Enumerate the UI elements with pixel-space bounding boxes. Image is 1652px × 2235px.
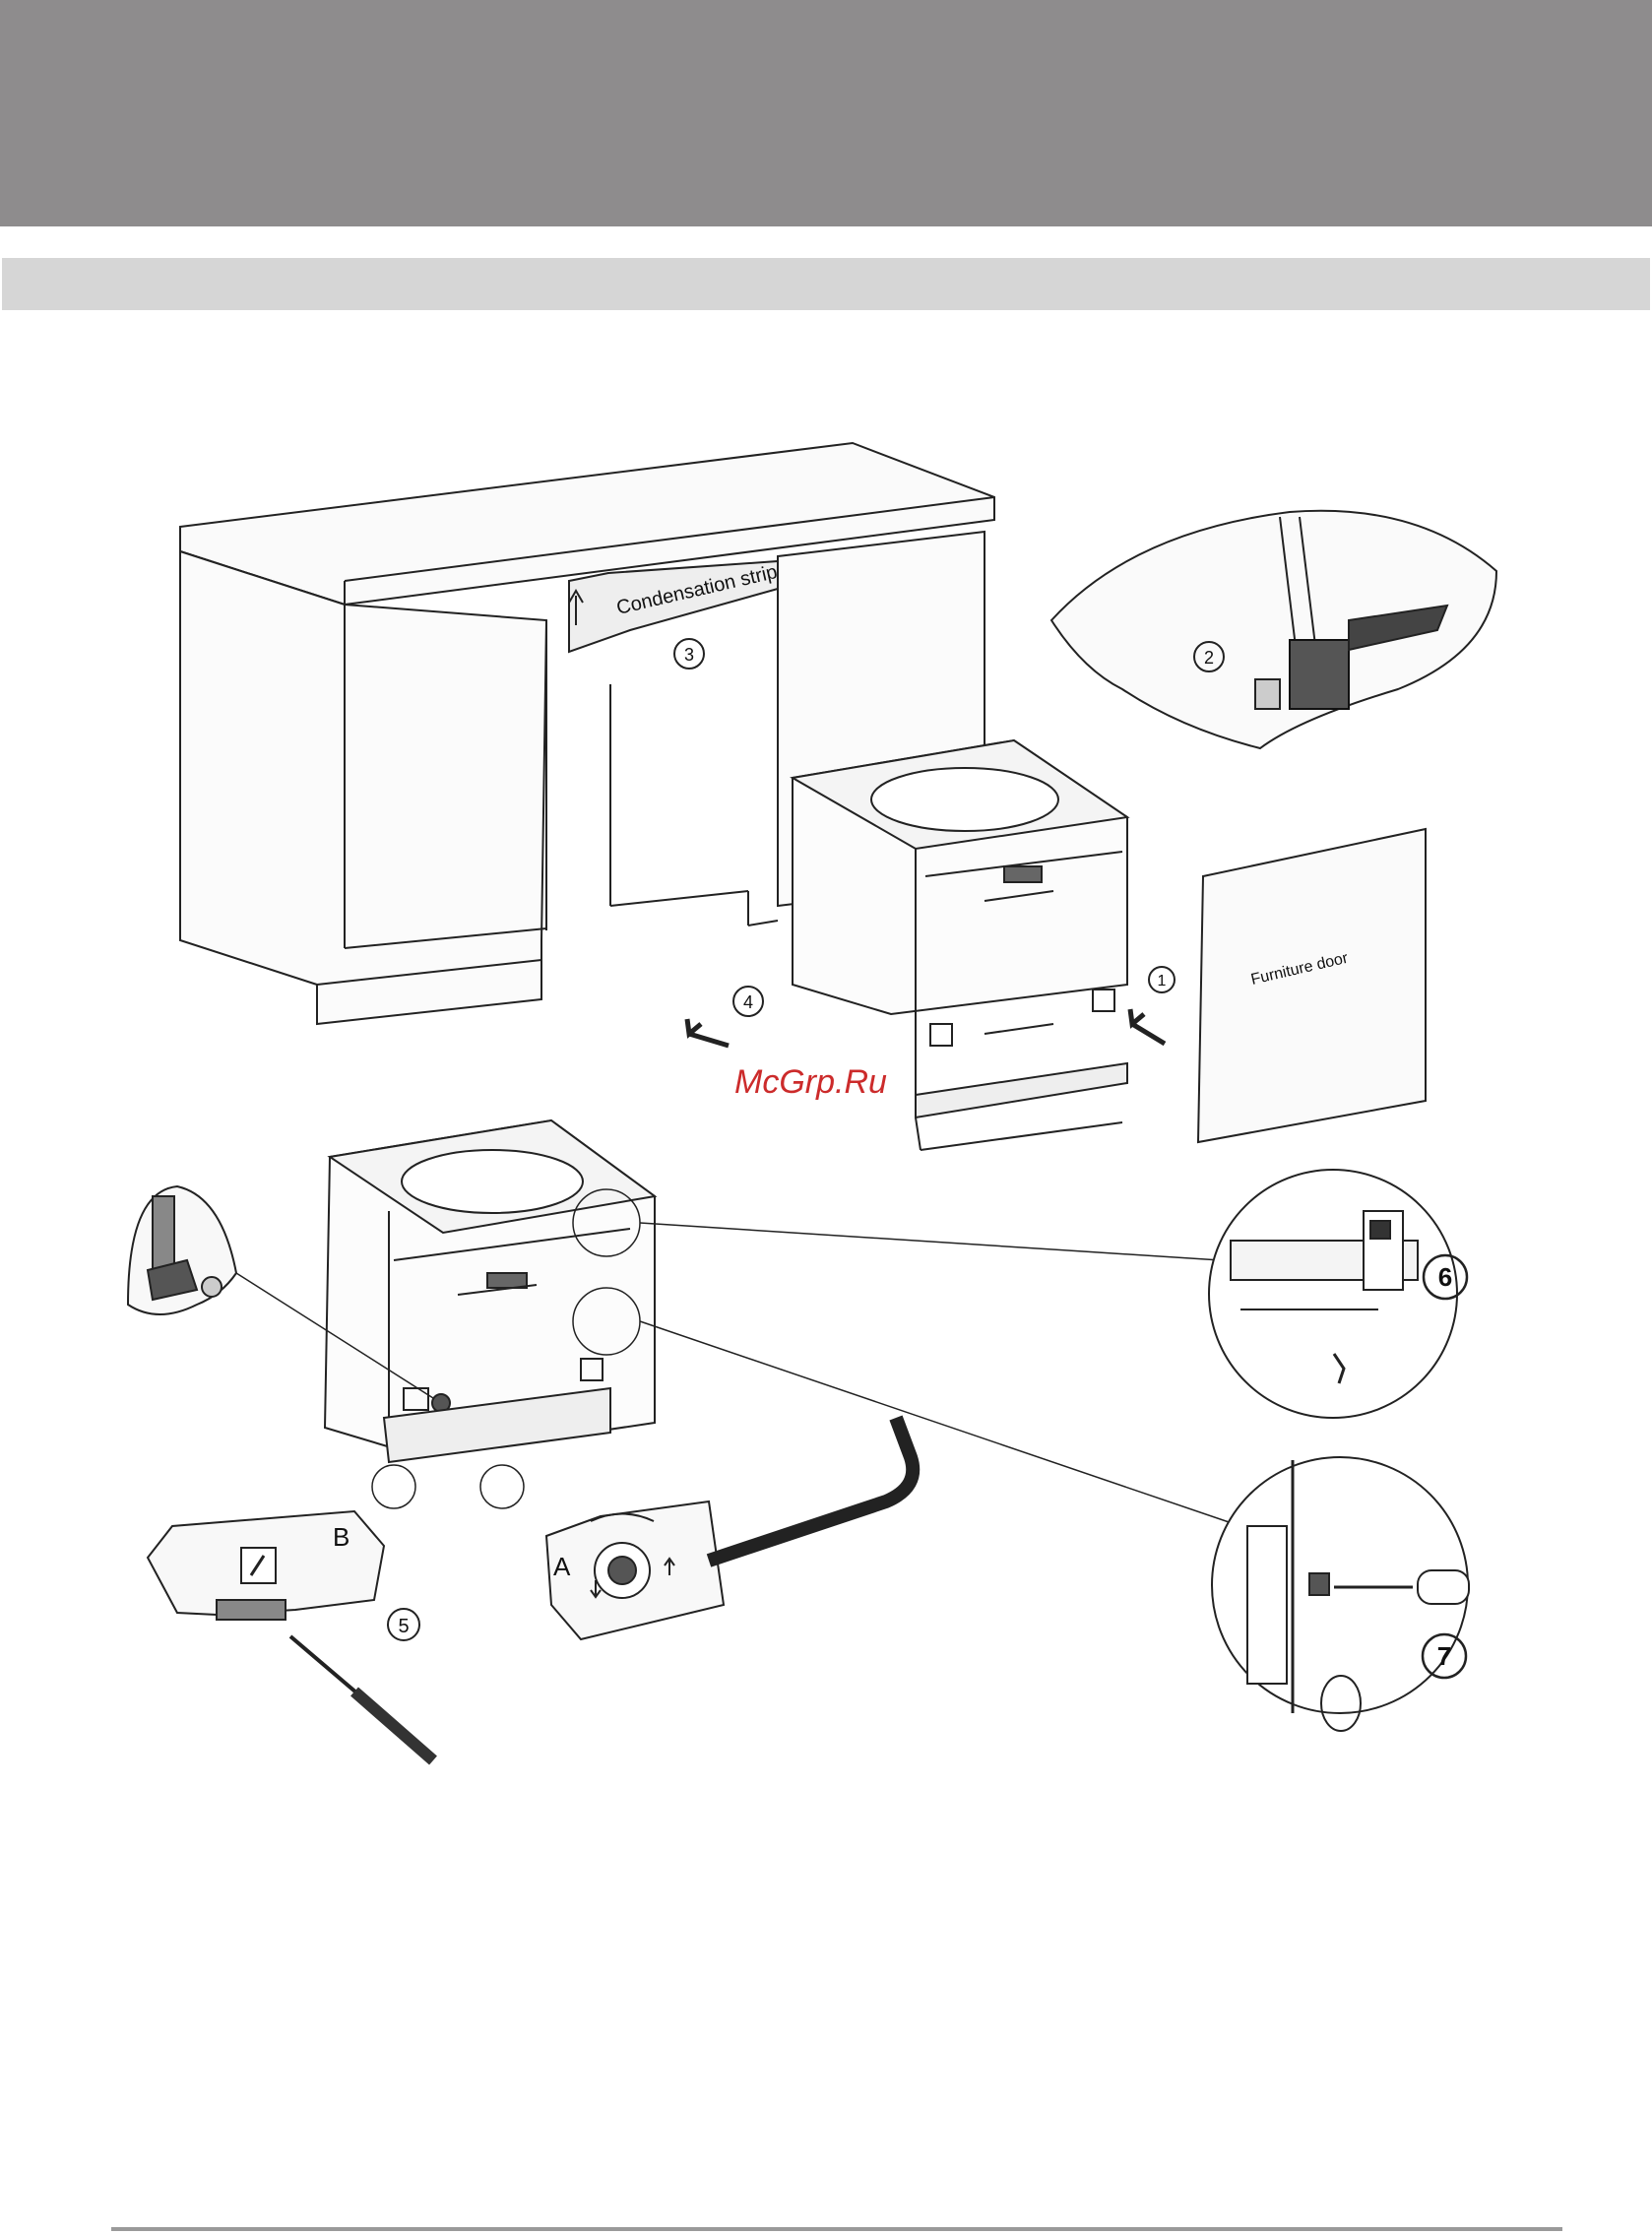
arrow-1: 1 [1130,967,1175,1044]
svg-text:A: A [553,1552,571,1581]
installation-diagram: Condensation strip 3 2 4 [0,394,1652,1772]
svg-text:5: 5 [398,1616,409,1637]
svg-text:B: B [333,1522,349,1552]
svg-text:1: 1 [1158,973,1167,990]
svg-text:4: 4 [743,992,753,1012]
svg-text:3: 3 [684,645,694,665]
condensation-strip: Condensation strip 3 [569,561,780,669]
furniture-door: Furniture door [1198,829,1426,1142]
svg-text:6: 6 [1438,1262,1452,1292]
detail-6: 6 [1209,1170,1467,1418]
svg-text:2: 2 [1204,648,1214,668]
footer-rule [111,2227,1562,2231]
detail-a: A [546,1418,913,1639]
header-band [0,0,1652,226]
detail-b: B 5 [148,1511,433,1760]
svg-text:7: 7 [1437,1641,1451,1671]
section-band [2,258,1650,310]
screw-detail [128,1186,236,1314]
arrow-4: 4 [687,987,763,1046]
dishwasher-lower [325,1120,655,1462]
detail-7: 7 [1212,1457,1469,1731]
hinge-detail: 2 [1051,511,1496,748]
watermark: McGrp.Ru [734,1063,887,1101]
